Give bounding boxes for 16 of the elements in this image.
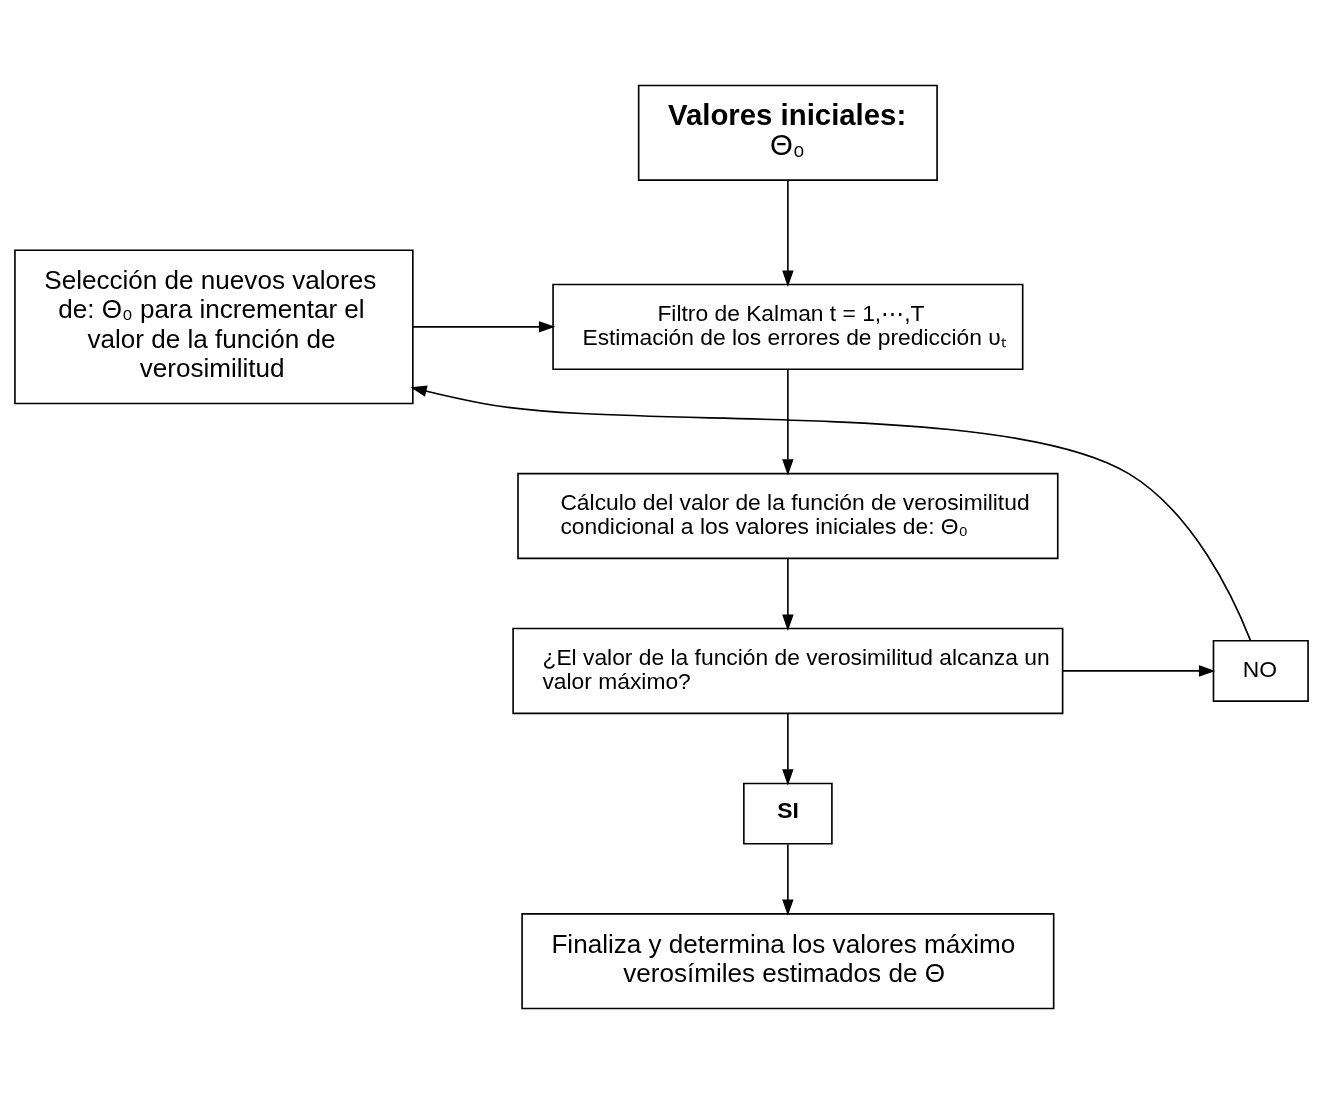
arrow bbox=[1061, 664, 1216, 677]
node-box: Selección de nuevos valores de: Θ₀ para incrementar el valor de la función de verosimilitud bbox=[14, 248, 414, 404]
arrow bbox=[782, 367, 794, 475]
arrow bbox=[410, 385, 1252, 641]
arrow bbox=[412, 320, 556, 333]
node-box: SI bbox=[743, 782, 833, 845]
node-box: Filtro de Kalman t = 1,⋯,T Estimación de los errores de predicción υₜ bbox=[552, 283, 1024, 370]
arrow bbox=[782, 843, 794, 916]
arrow bbox=[782, 178, 794, 287]
node-box: Finaliza y determina los valores máximo verosímiles estimados de Θ bbox=[521, 912, 1055, 1009]
node-box: Valores iniciales: Θ₀ bbox=[637, 84, 938, 181]
node-box: NO bbox=[1212, 639, 1309, 702]
arrow bbox=[782, 557, 794, 631]
arrow bbox=[782, 712, 794, 786]
node-box: Cálculo del valor de la función de verosimilitud condicional a los valores iniciales de: Θ₀ bbox=[517, 472, 1059, 559]
node-box: ¿El valor de la función de verosimilitud alcanza un valor máximo? bbox=[512, 627, 1064, 714]
